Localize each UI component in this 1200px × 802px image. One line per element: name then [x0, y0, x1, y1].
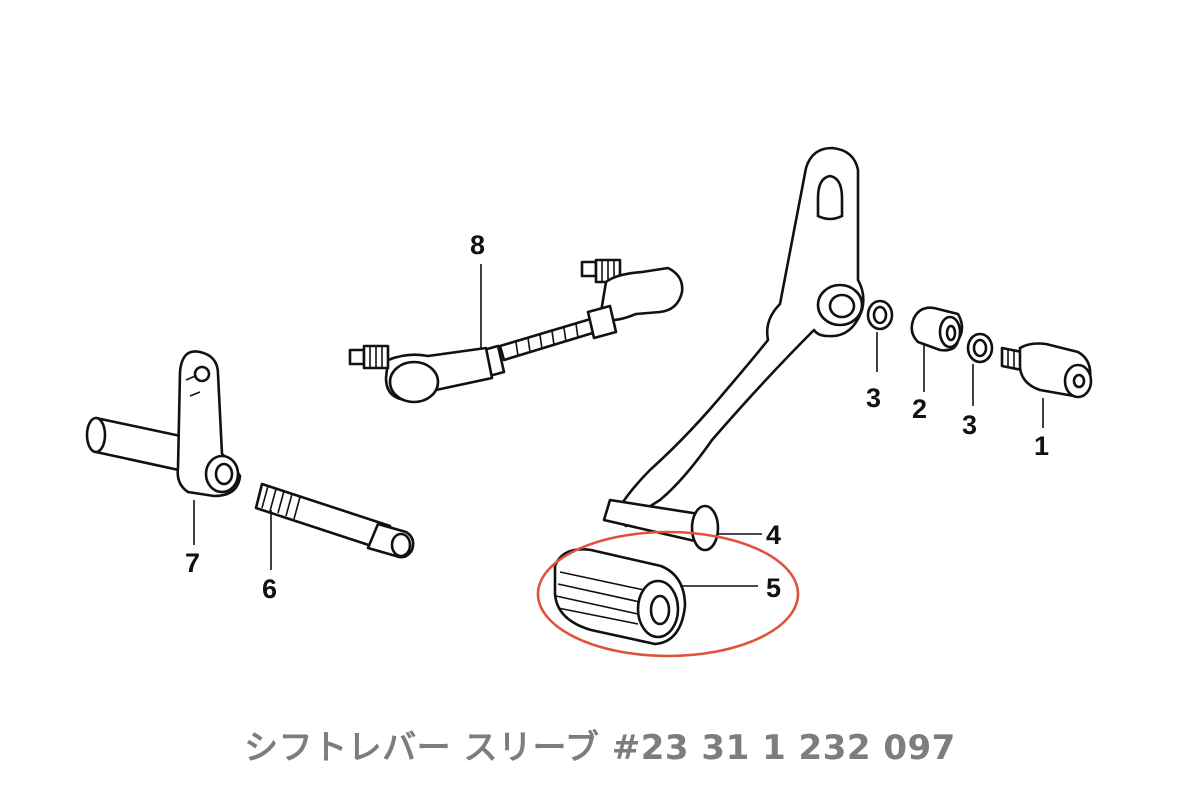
pivot-bolt [1000, 342, 1093, 399]
part-caption: シフトレバー スリーブ #23 31 1 232 097 [244, 728, 956, 768]
pivot-bushing [910, 306, 964, 352]
callout-8: 8 [470, 230, 485, 260]
callout-5: 5 [766, 573, 781, 603]
foot-shift-lever [602, 146, 865, 546]
callout-6: 6 [262, 574, 277, 604]
clamp-bolt [254, 482, 415, 559]
highlight-ring [536, 530, 800, 658]
gearshift-shaft-lever [85, 350, 242, 498]
callout-7: 7 [185, 548, 200, 578]
callout-3a: 3 [866, 383, 881, 413]
callout-numbers: 8 3 2 3 1 4 5 6 7 [185, 230, 1049, 604]
peg-end-disc [690, 504, 720, 552]
washer-a [866, 299, 894, 331]
callout-2: 2 [912, 394, 927, 424]
leader-lines [193, 264, 1044, 587]
washer-b [966, 332, 994, 364]
rubber-sleeve [553, 548, 687, 646]
shift-linkage-rod [348, 258, 684, 404]
callout-3b: 3 [962, 410, 977, 440]
callout-4: 4 [766, 520, 781, 550]
callout-1: 1 [1034, 431, 1049, 461]
